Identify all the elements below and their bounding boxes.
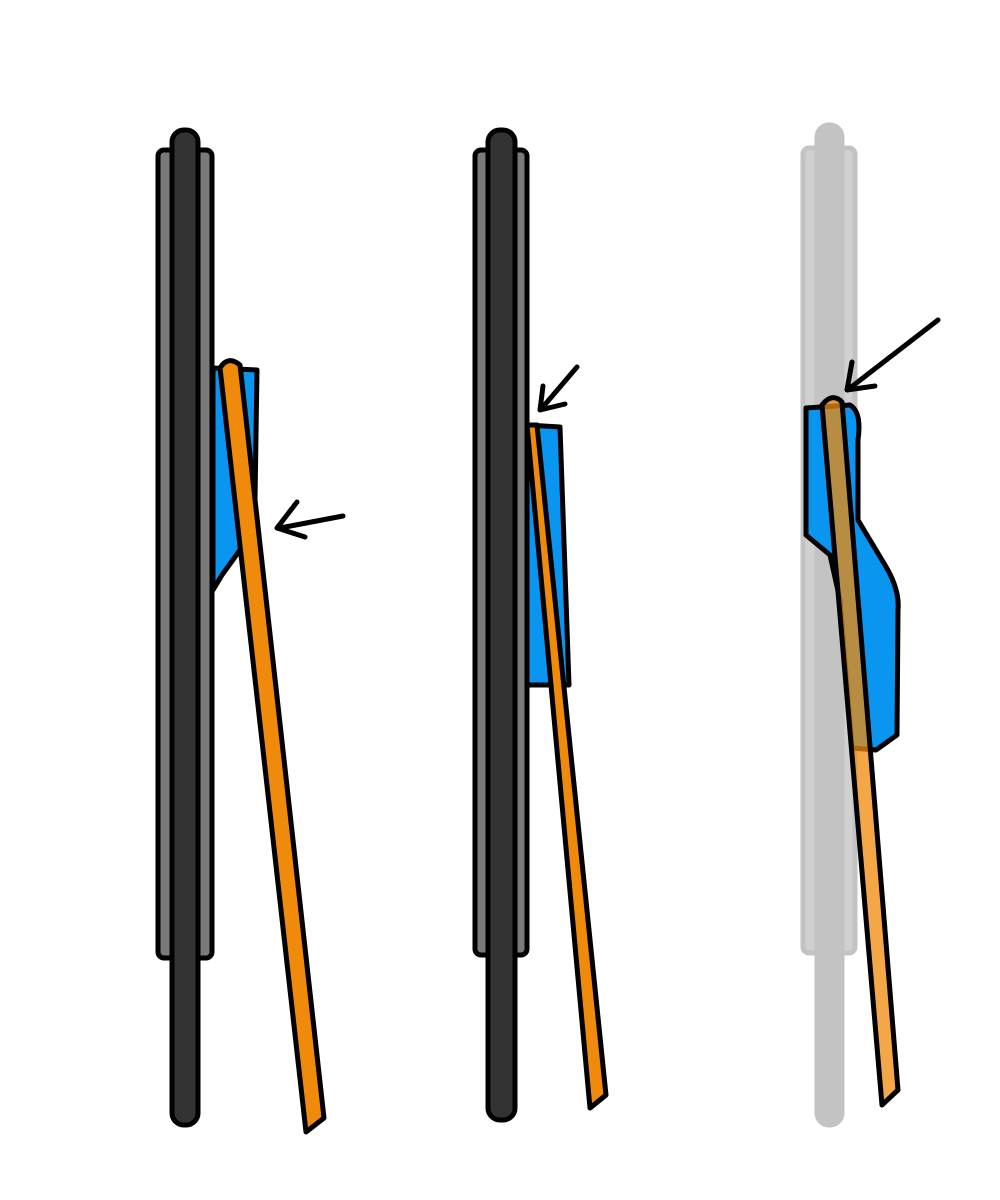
arrow-left-icon [274,499,346,540]
orange-stick [524,422,609,1111]
panel-2 [472,127,609,1123]
panel-3 [800,122,941,1128]
orange-stick [819,395,901,1108]
rod [472,127,530,1123]
panel-1 [155,127,346,1135]
rod-core [485,127,518,1123]
rod-core [814,122,845,1128]
arrow-down-left-icon [537,364,580,413]
orange-stick [217,358,327,1135]
rod-core [169,127,201,1128]
rod [155,127,215,1128]
arrow-down-left-icon [844,317,941,393]
